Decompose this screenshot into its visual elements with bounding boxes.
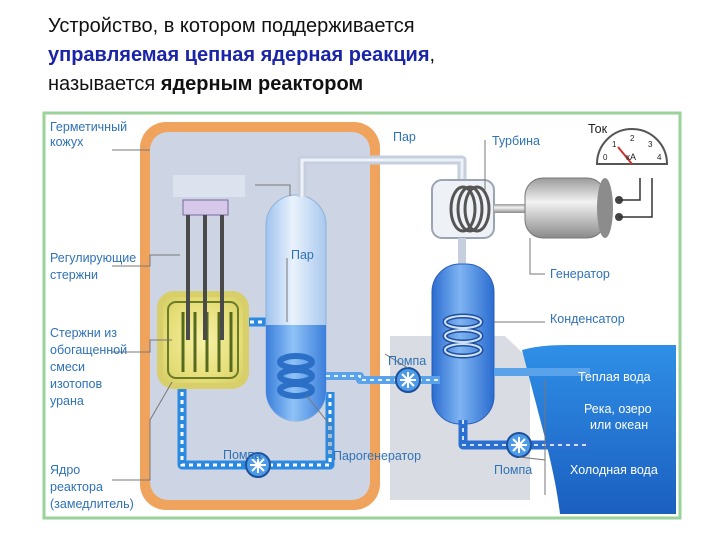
generator xyxy=(524,177,606,239)
label-fuel-rods-5: урана xyxy=(50,394,84,408)
label-turbine: Турбина xyxy=(492,134,540,148)
control-rods xyxy=(186,215,224,340)
label-control-rods-1: Регулирующие xyxy=(50,251,136,265)
rod-drive-housing xyxy=(173,175,245,197)
turbine-shaft xyxy=(494,204,526,213)
label-cold-water: Холодная вода xyxy=(570,463,658,477)
turbine-blades xyxy=(449,185,491,233)
meter-unit: кА xyxy=(626,152,636,162)
heading-line-2: управляемая цепная ядерная реакция, xyxy=(48,41,708,70)
label-steam-top: Пар xyxy=(393,130,416,144)
ammeter-scale: 0 1 2 3 4 кА xyxy=(603,134,662,162)
label-fuel-rods-2: обогащенной xyxy=(50,343,127,357)
heading-line-3: называется ядерным реактором xyxy=(48,70,708,99)
label-fuel-rods-1: Стержни из xyxy=(50,326,117,340)
heading-highlight: управляемая цепная ядерная реакция xyxy=(48,44,430,66)
heading-line-1: Устройство, в котором поддерживается xyxy=(48,15,415,37)
label-steam-generator: Парогенератор xyxy=(333,449,421,463)
label-control-rods-2: стержни xyxy=(50,268,98,282)
meter-tick-0: 0 xyxy=(603,153,608,162)
heading-prefix: называется xyxy=(48,73,161,95)
leader-lines xyxy=(112,140,546,495)
label-condenser: Конденсатор xyxy=(550,312,625,326)
pump-right xyxy=(506,432,532,458)
label-water-body-1: Река, озеро xyxy=(584,402,652,416)
heading: Устройство, в котором поддерживается упр… xyxy=(48,12,708,99)
pump-mid xyxy=(395,367,421,393)
label-pump-mid: Помпа xyxy=(388,354,426,368)
meter-tick-2: 2 xyxy=(630,134,635,143)
meter-tick-1: 1 xyxy=(612,140,617,149)
label-water-body-2: или океан xyxy=(590,418,648,432)
ammeter-needle xyxy=(617,146,633,165)
label-fuel-rods-4: изотопов xyxy=(50,377,103,391)
label-core-1: Ядро xyxy=(50,463,80,477)
label-current: Ток xyxy=(588,122,608,136)
rod-drive xyxy=(182,199,229,216)
label-fuel-rods-3: смеси xyxy=(50,360,85,374)
label-core-2: реактора xyxy=(50,480,103,494)
label-pump-right: Помпа xyxy=(494,463,532,477)
water-body xyxy=(522,345,676,514)
wiring xyxy=(619,178,653,218)
heading-comma: , xyxy=(429,44,436,66)
label-warm-water: Теплая вода xyxy=(578,370,651,384)
meter-tick-4: 4 xyxy=(657,153,662,162)
label-sealed-casing-1: Герметичный xyxy=(50,120,127,134)
pump-bottom xyxy=(245,452,271,478)
meter-tick-3: 3 xyxy=(648,140,653,149)
label-generator: Генератор xyxy=(550,267,610,281)
heading-bold: ядерным реактором xyxy=(160,73,364,95)
label-core-3: (замедлитель) xyxy=(50,497,134,511)
label-pump-bottom: Помпа xyxy=(223,448,261,462)
label-steam-mid: Пар xyxy=(291,248,314,262)
ammeter xyxy=(595,128,669,165)
label-sealed-casing-2: кожух xyxy=(50,135,84,149)
steam-generator-coil xyxy=(277,353,315,399)
